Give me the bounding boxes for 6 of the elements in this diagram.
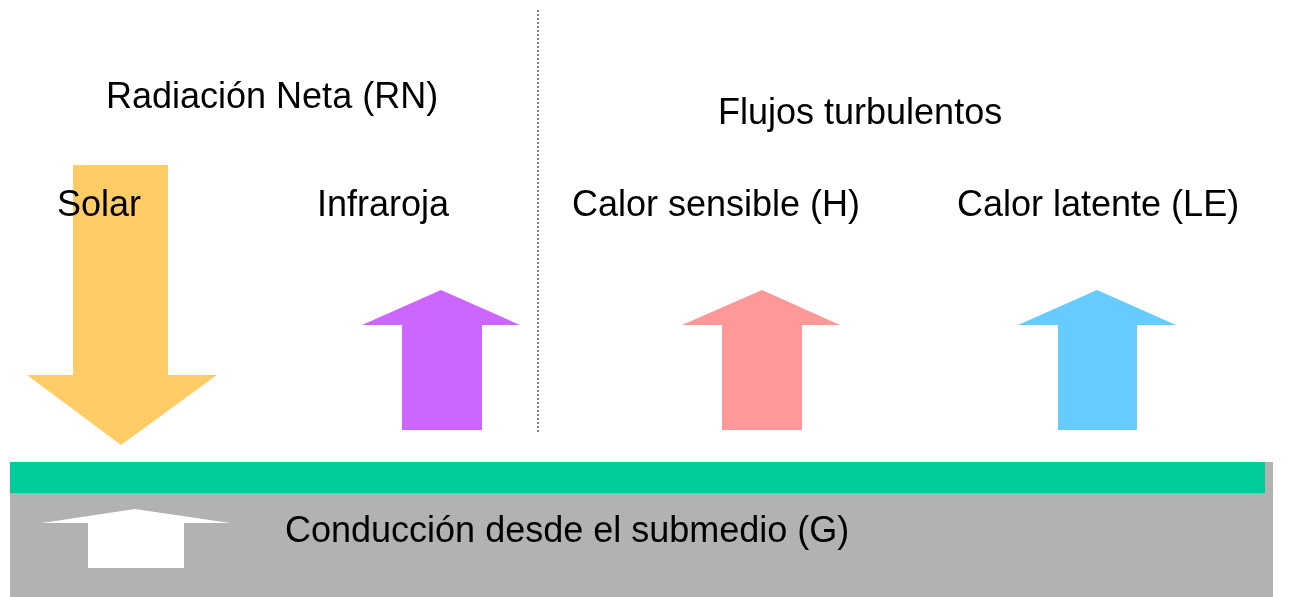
flux-label: Conducción desde el submedio (G) — [285, 510, 850, 550]
heading-label: Radiación Neta (RN) — [106, 76, 439, 116]
flux-label: Infraroja — [317, 184, 450, 224]
flux-label: Calor latente (LE) — [957, 184, 1240, 224]
flux-label: Calor sensible (H) — [572, 184, 861, 224]
heading-label: Flujos turbulentos — [718, 92, 1003, 132]
